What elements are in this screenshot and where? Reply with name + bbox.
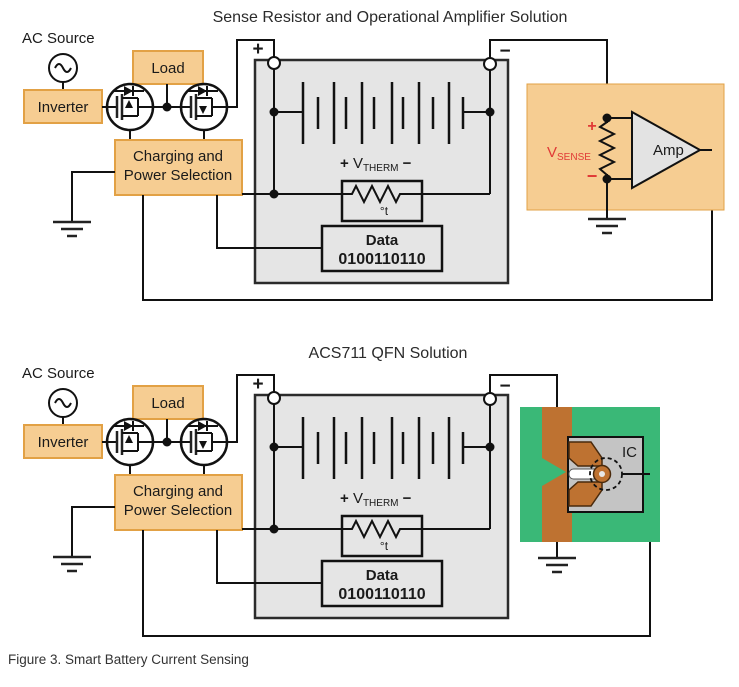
wire-to-ground [71, 506, 115, 557]
ground-symbol [536, 556, 578, 574]
wire-plus-rail [227, 39, 275, 108]
charging-label-2: Power Selection [124, 502, 232, 519]
plus-terminal-label: + [252, 39, 263, 60]
data-bits: 0100110110 [338, 251, 425, 268]
thermistor-t-label: °t [380, 539, 389, 553]
inverter-label: Inverter [38, 99, 89, 116]
mosfet-right [179, 82, 229, 132]
inverter-box [23, 424, 103, 459]
load-label: Load [151, 395, 184, 412]
ground-symbol [51, 220, 93, 238]
data-box [320, 559, 444, 608]
thermistor-symbol [342, 183, 422, 205]
copper-trace [542, 407, 572, 542]
plus-terminal [267, 391, 281, 405]
sine-icon [54, 398, 72, 408]
thermistor-t-label: °t [380, 204, 389, 218]
wire-data [216, 195, 322, 249]
wire-return-loop [142, 150, 713, 301]
ground-symbol [586, 217, 628, 235]
wire-return-loop [142, 474, 651, 637]
vtherm-label: + VTHERM − [340, 490, 412, 509]
charging-label-2: Power Selection [124, 167, 232, 184]
load-label: Load [151, 60, 184, 77]
minus-terminal [483, 392, 497, 406]
top-diagram: Sense Resistor and Operational Amplifier… [22, 9, 725, 301]
vsense-label: VSENSE [547, 144, 591, 163]
minus-terminal [483, 57, 497, 71]
junction-dot [162, 437, 172, 447]
wire-to-ground [71, 171, 115, 222]
vtherm-label: + VTHERM − [340, 155, 412, 174]
data-label: Data [366, 232, 399, 249]
figure-caption: Figure 3. Smart Battery Current Sensing [8, 652, 249, 667]
amp-label: Amp [653, 142, 684, 159]
minus-terminal-label: − [499, 41, 510, 62]
junction-dot [162, 102, 172, 112]
mosfet-left [105, 417, 155, 467]
charging-label-1: Charging and [133, 148, 223, 165]
data-bits: 0100110110 [338, 586, 425, 603]
leadframe [568, 441, 612, 507]
inverter-label: Inverter [38, 434, 89, 451]
plus-terminal [267, 56, 281, 70]
bottom-title: ACS711 QFN Solution [309, 345, 468, 362]
data-box [320, 224, 444, 273]
top-title: Sense Resistor and Operational Amplifier… [213, 9, 568, 26]
sine-icon [54, 63, 72, 73]
charging-label-1: Charging and [133, 483, 223, 500]
thermistor-symbol [342, 518, 422, 540]
ground-symbol [51, 555, 93, 573]
mosfet-right [179, 417, 229, 467]
minus-terminal-label: − [499, 376, 510, 397]
amp-triangle [631, 110, 703, 190]
bottom-diagram: ACS711 QFN Solution AC Source Inverter L… [22, 345, 660, 637]
charging-box [114, 474, 243, 531]
ac-source-label: AC Source [22, 30, 95, 47]
ic-label: IC [622, 444, 637, 461]
vsense-plus: + [587, 118, 596, 135]
charging-box [114, 139, 243, 196]
wire-minus-rail [489, 39, 608, 118]
plus-terminal-label: + [252, 374, 263, 395]
sense-resistor-symbol [597, 121, 617, 176]
vsense-minus: − [587, 166, 598, 186]
ac-source-label: AC Source [22, 365, 95, 382]
wire-minus-rail [489, 374, 558, 409]
wire-data [216, 530, 322, 584]
mosfet-left [105, 82, 155, 132]
wire-plus-rail [227, 374, 275, 443]
data-label: Data [366, 567, 399, 584]
